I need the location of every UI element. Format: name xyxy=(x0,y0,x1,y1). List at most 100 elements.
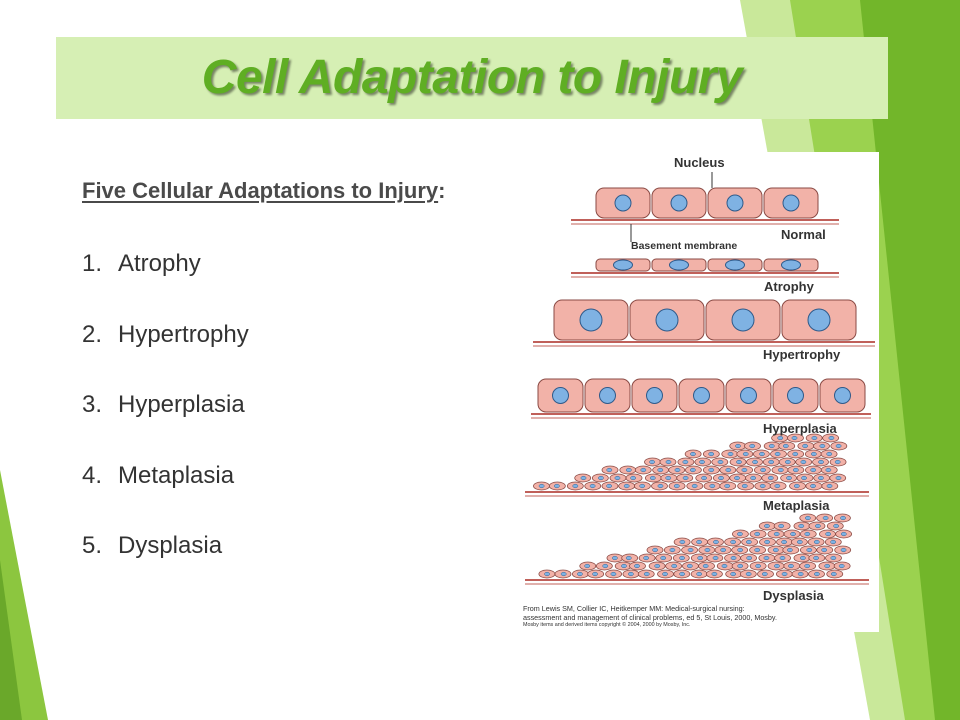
cell-nucleus xyxy=(803,444,808,448)
cell-nucleus xyxy=(831,572,836,576)
cell-nucleus xyxy=(697,572,702,576)
cell-nucleus xyxy=(840,516,845,520)
cell-nucleus xyxy=(769,444,774,448)
cell-nucleus xyxy=(835,388,851,404)
cell-nucleus xyxy=(661,556,666,560)
cell-nucleus xyxy=(735,444,740,448)
cell-nucleus xyxy=(615,195,631,211)
cell-nucleus xyxy=(788,564,793,568)
cell-nucleus xyxy=(650,476,655,480)
cell-nucleus xyxy=(687,564,692,568)
cell-nucleus xyxy=(554,484,559,488)
cell-nucleus xyxy=(731,572,736,576)
cell-nucleus xyxy=(577,572,582,576)
cell-nucleus xyxy=(607,484,612,488)
list-item: 2.Hypertrophy xyxy=(82,321,249,392)
cell-nucleus xyxy=(655,564,660,568)
cell-nucleus xyxy=(831,556,836,560)
cell-nucleus xyxy=(761,468,766,472)
list-heading: Five Cellular Adaptations to Injury: xyxy=(82,178,445,204)
cell-nucleus xyxy=(734,476,739,480)
label-hypertrophy: Hypertrophy xyxy=(763,347,841,362)
cell-nucleus xyxy=(782,260,801,270)
cell-nucleus xyxy=(768,476,773,480)
cell-nucleus xyxy=(614,260,633,270)
cell-nucleus xyxy=(590,484,595,488)
cell-nucleus xyxy=(774,564,779,568)
cell-nucleus xyxy=(801,476,806,480)
cell-nucleus xyxy=(743,452,748,456)
cell-nucleus xyxy=(775,484,780,488)
cell-nucleus xyxy=(644,556,649,560)
cell-nucleus xyxy=(658,468,663,472)
caption-line: From Lewis SM, Collier IC, Heitkemper MM… xyxy=(523,604,879,613)
list-heading-text: Five Cellular Adaptations to Injury xyxy=(82,178,438,203)
cell-nucleus xyxy=(808,309,830,331)
cell-nucleus xyxy=(827,484,832,488)
label-basement-membrane: Basement membrane xyxy=(631,240,737,252)
cell-nucleus xyxy=(778,436,783,440)
cell-nucleus xyxy=(746,572,751,576)
cell-nucleus xyxy=(670,548,675,552)
cell-nucleus xyxy=(725,484,730,488)
list-item-label: Metaplasia xyxy=(118,462,234,489)
list-item-number: 4. xyxy=(82,462,118,490)
cell-nucleus xyxy=(600,388,616,404)
cell-nucleus xyxy=(752,460,757,464)
cell-nucleus xyxy=(750,444,755,448)
cell-nucleus xyxy=(656,309,678,331)
cell-nucleus xyxy=(721,548,726,552)
cell-nucleus xyxy=(829,436,834,440)
cell-nucleus xyxy=(742,468,747,472)
cell-nucleus xyxy=(631,476,636,480)
cell-nucleus xyxy=(703,564,708,568)
list-item-label: Hyperplasia xyxy=(118,391,245,418)
cell-nucleus xyxy=(709,452,714,456)
cell-nucleus xyxy=(786,476,791,480)
title-banner: Cell Adaptation to Injury xyxy=(56,37,888,119)
cell-nucleus xyxy=(581,476,586,480)
label-dysplasia: Dysplasia xyxy=(763,588,824,603)
label-normal: Normal xyxy=(781,227,826,242)
cell-nucleus xyxy=(841,548,846,552)
cell-nucleus xyxy=(690,452,695,456)
cell-nucleus xyxy=(553,388,569,404)
cell-nucleus xyxy=(779,524,784,528)
cell-nucleus xyxy=(585,564,590,568)
cell-nucleus xyxy=(820,444,825,448)
cell-nucleus xyxy=(726,468,731,472)
cell-nucleus xyxy=(690,468,695,472)
cell-nucleus xyxy=(826,468,831,472)
cell-nucleus xyxy=(822,548,827,552)
cell-nucleus xyxy=(810,484,815,488)
cell-nucleus xyxy=(773,548,778,552)
cell-nucleus xyxy=(736,460,741,464)
cell-nucleus xyxy=(835,460,840,464)
cell-adaptation-figure: Nucleus Normal Basement membrane Atrophy… xyxy=(519,152,879,632)
cell-nucleus xyxy=(539,484,544,488)
cell-nucleus xyxy=(666,460,671,464)
cell-nucleus xyxy=(805,516,810,520)
cell-nucleus xyxy=(836,476,841,480)
cell-nucleus xyxy=(834,524,839,528)
list-item-label: Atrophy xyxy=(118,250,201,277)
cell-nucleus xyxy=(628,572,633,576)
cell-nucleus xyxy=(731,540,736,544)
cell-nucleus xyxy=(561,572,566,576)
cell-nucleus xyxy=(814,556,819,560)
cell-nucleus xyxy=(818,460,823,464)
cell-nucleus xyxy=(674,484,679,488)
cell-nucleus xyxy=(798,572,803,576)
cell-nucleus xyxy=(774,532,779,536)
list-heading-colon: : xyxy=(438,178,445,203)
cell-nucleus xyxy=(831,540,836,544)
cell-nucleus xyxy=(694,388,710,404)
cell-nucleus xyxy=(662,572,667,576)
cell-nucleus xyxy=(731,556,736,560)
list-item-number: 2. xyxy=(82,321,118,349)
cell-diagram: Nucleus Normal Basement membrane Atrophy… xyxy=(519,152,879,632)
cell-nucleus xyxy=(658,484,663,488)
cell-nucleus xyxy=(696,540,701,544)
cell-nucleus xyxy=(814,572,819,576)
cell-nucleus xyxy=(783,195,799,211)
